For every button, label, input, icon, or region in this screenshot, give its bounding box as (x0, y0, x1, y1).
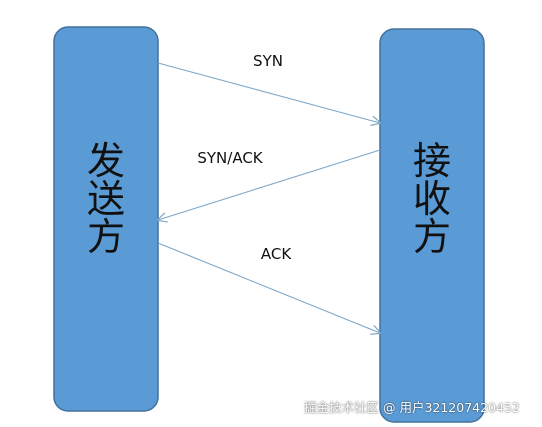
receiver-label-char-3: 方 (413, 215, 451, 259)
syn-label: SYN (253, 52, 283, 70)
sender-label-char-2: 送 (87, 177, 125, 221)
syn-arrow (157, 62, 380, 123)
receiver-label-char-1: 接 (413, 139, 451, 183)
syn-ack-label: SYN/ACK (197, 149, 263, 167)
ack-label: ACK (261, 245, 292, 263)
sender-label-char-3: 方 (87, 215, 125, 259)
receiver-label-char-2: 收 (413, 177, 451, 221)
syn-ack-arrow (158, 149, 381, 220)
watermark: 掘金技术社区 @ 用户321207420452 (304, 400, 520, 415)
ack-arrow (157, 242, 380, 333)
receiver-box: 接 收 方 (379, 28, 485, 423)
sender-label-char-1: 发 (87, 139, 125, 183)
sender-box: 发 送 方 (53, 26, 159, 412)
